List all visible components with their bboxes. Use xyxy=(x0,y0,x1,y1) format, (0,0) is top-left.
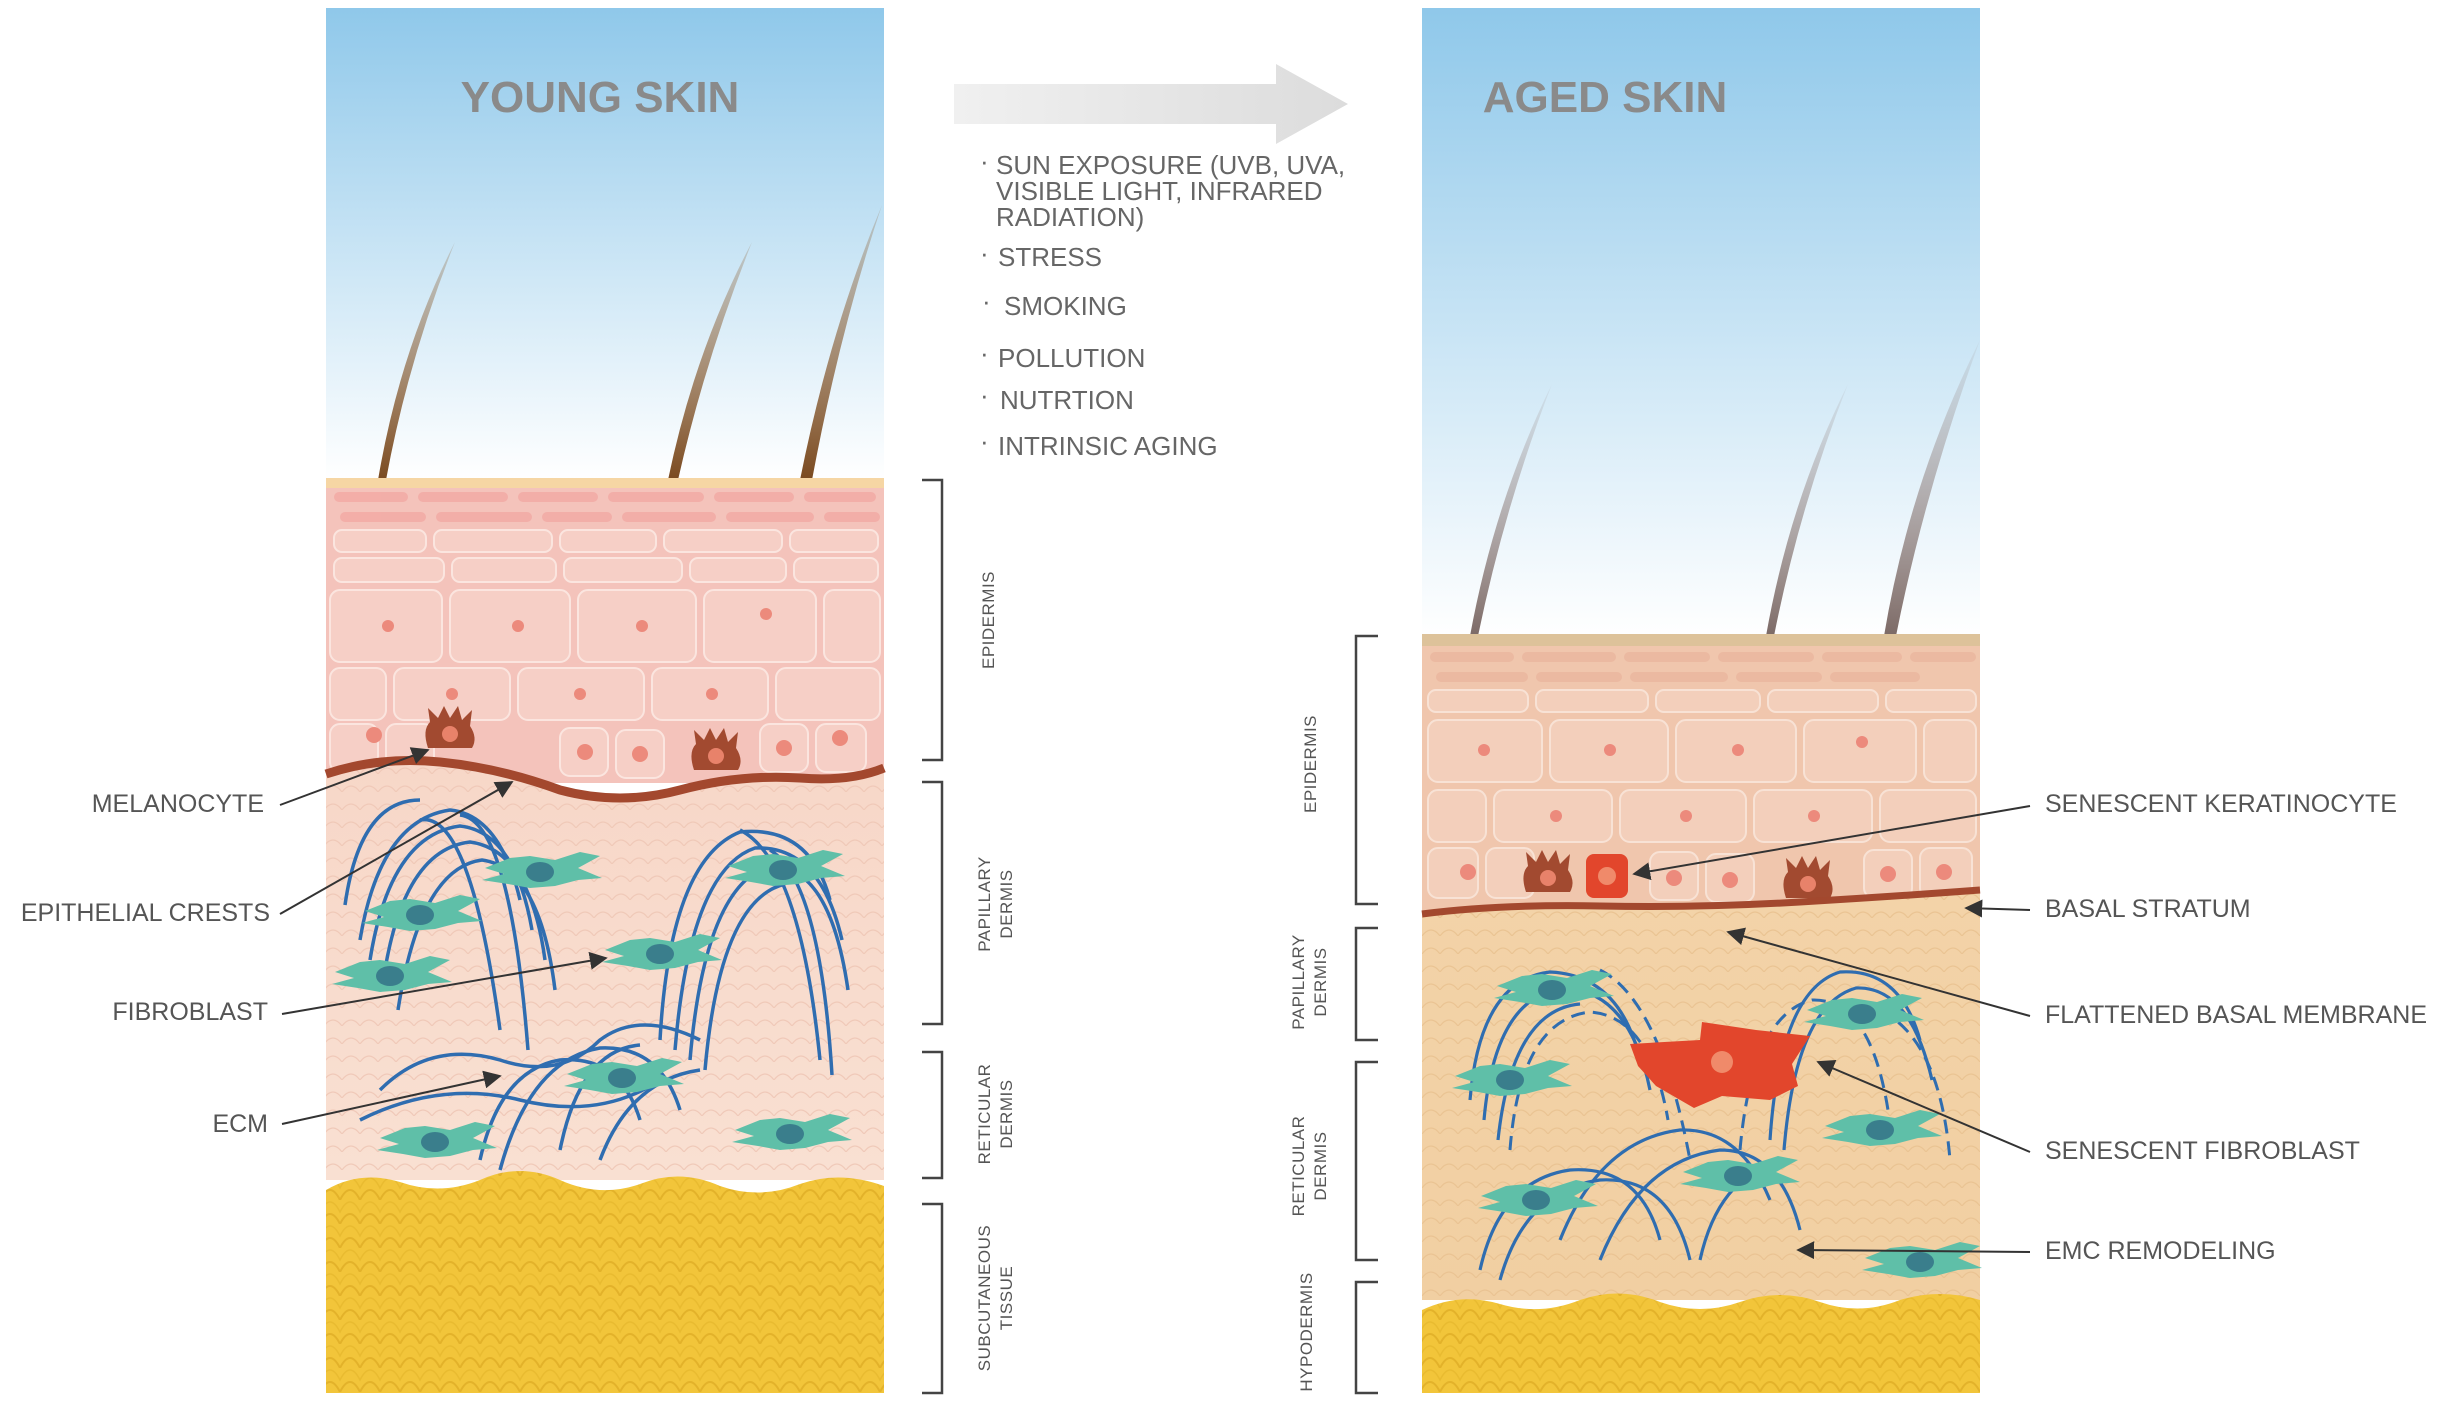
young-papillary-label-1: PAPILLARY xyxy=(975,856,994,952)
young-subcut-label-1: SUBCUTANEOUS xyxy=(975,1225,994,1371)
aged-skin-panel: AGED SKIN xyxy=(1422,8,1982,1393)
senescent-fibroblast-label: SENESCENT FIBROBLAST xyxy=(2045,1137,2360,1165)
senescent-keratinocyte-label: SENESCENT KERATINOCYTE xyxy=(2045,790,2397,818)
young-reticular-label-1: RETICULAR xyxy=(975,1064,994,1165)
svg-text:·: · xyxy=(980,426,989,456)
young-papillary-label-2: DERMIS xyxy=(997,869,1016,938)
epithelial-crests-label: EPITHELIAL CRESTS xyxy=(21,899,270,927)
aged-hypodermis-label: HYPODERMIS xyxy=(1297,1272,1316,1391)
aged-papillary-label-2: DERMIS xyxy=(1311,947,1330,1016)
aged-layer-labels: EPIDERMIS PAPILLARY DERMIS RETICULAR DER… xyxy=(1289,715,1330,1392)
emc-remodeling-label: EMC REMODELING xyxy=(2045,1237,2276,1265)
aged-layer-brackets xyxy=(1356,636,1378,1393)
factor-pollution: POLLUTION xyxy=(998,343,1145,373)
young-layer-labels: EPIDERMIS PAPILLARY DERMIS RETICULAR DER… xyxy=(975,571,1016,1371)
svg-text:·: · xyxy=(980,238,989,268)
flattened-basal-membrane-label: FLATTENED BASAL MEMBRANE xyxy=(2045,1001,2427,1029)
melanocyte-label: MELANOCYTE xyxy=(92,790,264,818)
aged-epidermis-label: EPIDERMIS xyxy=(1301,715,1320,813)
fibroblast-label: FIBROBLAST xyxy=(112,998,268,1026)
young-skin-title: YOUNG SKIN xyxy=(461,73,740,122)
young-subcutaneous-fat xyxy=(326,1171,884,1393)
aged-papillary-label-1: PAPILLARY xyxy=(1289,934,1308,1030)
young-skin-panel: YOUNG SKIN xyxy=(326,8,884,1393)
aged-reticular-label-2: DERMIS xyxy=(1311,1131,1330,1200)
basal-stratum-label: BASAL STRATUM xyxy=(2045,895,2251,923)
svg-text:·: · xyxy=(982,286,991,316)
aging-factors: · SUN EXPOSURE (UVB, UVA, VISIBLE LIGHT,… xyxy=(954,64,1348,461)
svg-text:·: · xyxy=(980,338,989,368)
svg-text:·: · xyxy=(980,380,989,410)
transition-arrow-icon xyxy=(954,64,1348,144)
factor-stress: STRESS xyxy=(998,242,1102,272)
factor-sun-3: RADIATION) xyxy=(996,202,1144,232)
factor-nutrition: NUTRTION xyxy=(1000,385,1134,415)
young-subcut-label-2: TISSUE xyxy=(997,1266,1016,1330)
aged-hypodermis-fat xyxy=(1422,1293,1980,1393)
factor-smoking: SMOKING xyxy=(1004,291,1127,321)
young-reticular-label-2: DERMIS xyxy=(997,1079,1016,1148)
ecm-label: ECM xyxy=(212,1110,268,1138)
aged-reticular-label-1: RETICULAR xyxy=(1289,1116,1308,1217)
young-epidermis-label: EPIDERMIS xyxy=(979,571,998,669)
factor-intrinsic-aging: INTRINSIC AGING xyxy=(998,431,1218,461)
svg-text:·: · xyxy=(980,146,989,176)
aged-skin-title: AGED SKIN xyxy=(1483,73,1727,122)
young-layer-brackets xyxy=(922,480,942,1393)
